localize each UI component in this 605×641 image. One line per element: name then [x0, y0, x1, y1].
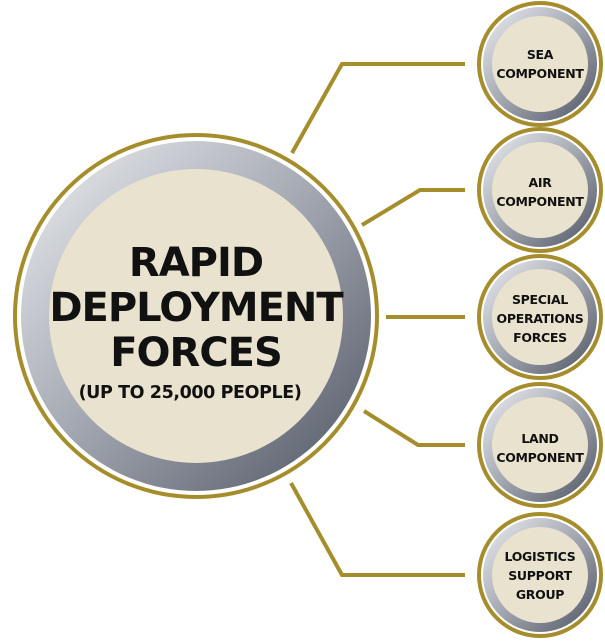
main-title-line-2: DEPLOYMENT: [49, 285, 344, 331]
connector-lines: [289, 62, 465, 577]
node-air-label-line-1: AIR: [528, 175, 552, 190]
main-hub-gold-ring: [13, 133, 379, 499]
node-sea-gold-ring: [477, 1, 603, 127]
main-hub-face: [49, 169, 343, 463]
component-land-node: LAND COMPONENT: [477, 382, 603, 508]
node-air-gold-ring: [477, 127, 603, 253]
node-land-label-line-2: COMPONENT: [496, 450, 584, 465]
node-land-gold-ring: [477, 382, 603, 508]
connector-sea: [290, 62, 465, 154]
connector-logistics: [289, 482, 465, 577]
connector-air: [360, 188, 465, 227]
node-special-operations-face: [492, 269, 588, 365]
node-sea-face: [492, 16, 588, 112]
component-sea-node: SEA COMPONENT: [477, 1, 603, 127]
node-special-operations-label-line-1: SPECIAL: [512, 292, 568, 307]
node-air-face: [492, 142, 588, 238]
node-special-operations-gold-ring: [477, 254, 603, 380]
node-special-operations-label-line-2: OPERATIONS: [497, 311, 584, 326]
main-title-line-3: FORCES: [110, 330, 282, 376]
node-logistics-gold-ring: [477, 512, 603, 638]
node-sea-label-line-1: SEA: [527, 47, 554, 62]
node-sea-label-line-2: COMPONENT: [496, 66, 584, 81]
main-title-line-1: RAPID: [129, 240, 263, 286]
main-subtitle: (UP TO 25,000 PEOPLE): [79, 383, 302, 403]
node-logistics-face: [492, 527, 588, 623]
node-special-operations-label-line-3: FORCES: [513, 330, 567, 345]
component-special-operations-node: SPECIAL OPERATIONS FORCES: [477, 254, 603, 380]
node-land-face: [492, 397, 588, 493]
node-logistics-label-line-3: GROUP: [516, 587, 564, 602]
node-land-label-line-1: LAND: [521, 431, 558, 446]
node-logistics-label-line-1: LOGISTICS: [505, 549, 576, 564]
component-air-node: AIR COMPONENT: [477, 127, 603, 253]
node-air-label-line-2: COMPONENT: [496, 194, 584, 209]
connector-land: [362, 409, 465, 447]
component-logistics-node: LOGISTICS SUPPORT GROUP: [477, 512, 603, 638]
node-logistics-label-line-2: SUPPORT: [508, 568, 572, 583]
main-hub: RAPID DEPLOYMENT FORCES (UP TO 25,000 PE…: [13, 133, 379, 499]
